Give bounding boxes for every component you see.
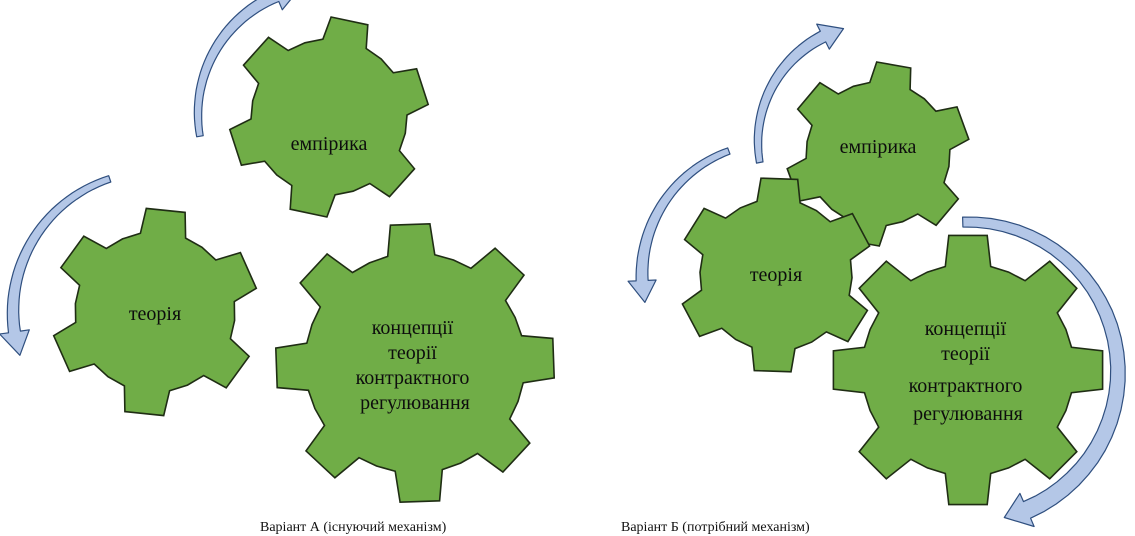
variant-a-gear-empirics <box>228 16 430 218</box>
variant-a-caption: Варіант А (існуючий механізм) <box>260 520 447 535</box>
variant-b-gear-empirics <box>786 61 970 247</box>
variant-b-arrow-concepts <box>962 216 1126 528</box>
variant-b-arrow-empirics <box>753 23 845 164</box>
variant-b-caption: Варіант Б (потрібний механізм) <box>621 520 810 535</box>
variant-b-gear-theory <box>681 177 871 373</box>
variant-b-group: емпірика теорія концепції теорії контрак… <box>621 23 1126 535</box>
variant-b-concepts-label: концепції теорії контрактного регулюванн… <box>909 318 1028 425</box>
variant-a-gear-theory <box>52 207 258 417</box>
variant-a-arrow-theory <box>0 175 112 356</box>
variant-a-concepts-label: концепції теорії контрактного регулюванн… <box>356 317 475 414</box>
variant-a-empirics-label: емпірика <box>291 133 368 155</box>
variant-b-theory-label: теорія <box>750 264 802 286</box>
variant-b-arrow-theory <box>627 147 731 303</box>
variant-a-group: емпірика теорія концепції теорії контрак… <box>0 0 556 535</box>
variant-a-theory-label: теорія <box>129 303 181 325</box>
variant-b-gear-concepts <box>832 234 1104 506</box>
variant-a-gear-concepts <box>274 222 556 504</box>
variant-b-empirics-label: емпірика <box>840 136 917 158</box>
variant-a-arrow-empirics <box>193 0 292 138</box>
